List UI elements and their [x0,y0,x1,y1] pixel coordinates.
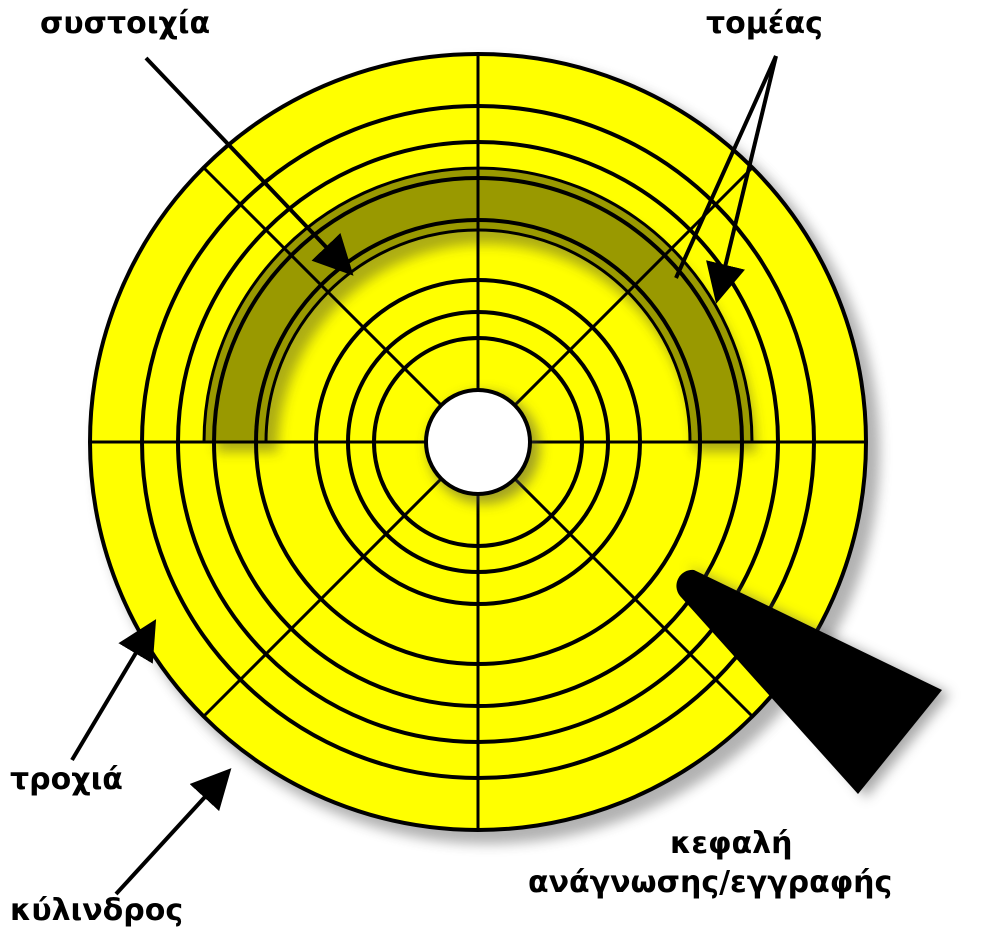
arrow-cylinder [116,774,226,894]
label-sector: τομέας [706,6,823,42]
label-array: συστοιχία [40,6,210,42]
label-cylinder: κύλινδρος [10,893,183,929]
hub [426,390,530,494]
arrow-track [72,626,152,760]
label-head-line2: ανάγνωσης/εγγραφής [528,865,892,901]
label-head-line1: κεφαλή [670,826,792,862]
label-track: τροχιά [10,762,123,798]
